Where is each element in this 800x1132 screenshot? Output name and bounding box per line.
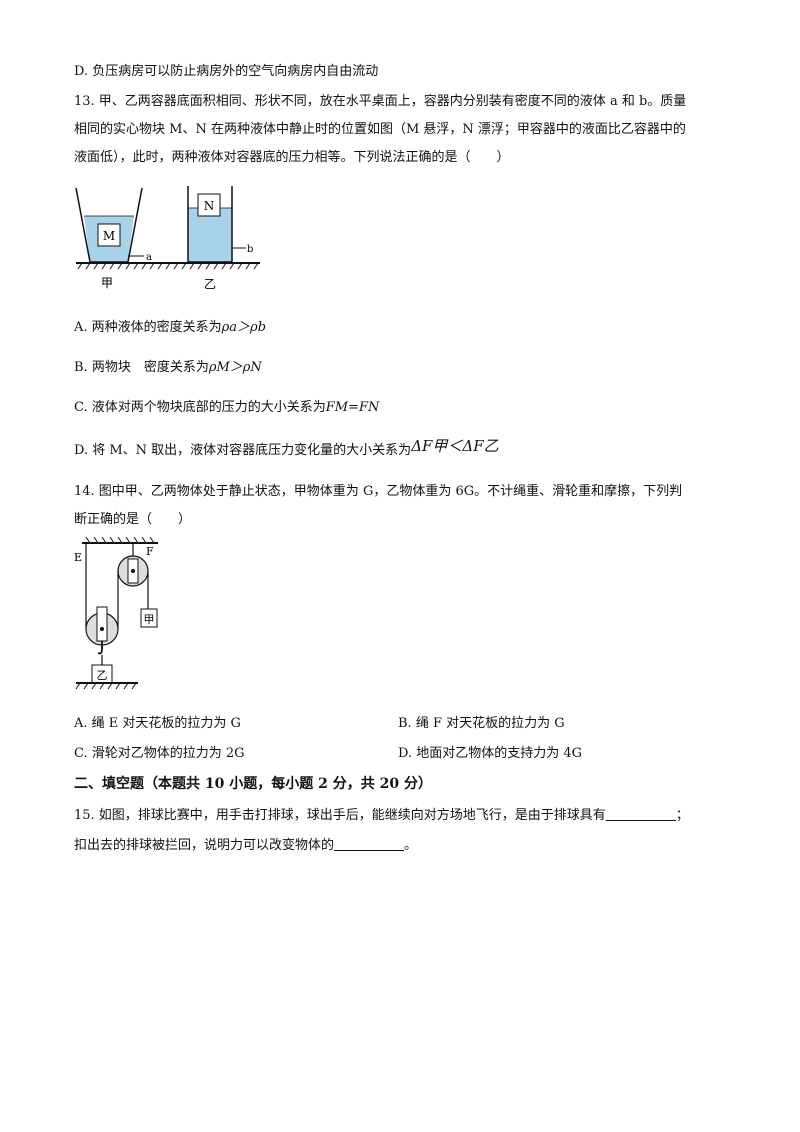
q13-figure: M a 甲 N b 乙 [75, 186, 260, 291]
q15-blank-1[interactable] [605, 806, 676, 821]
liquid-b-label: b [247, 244, 253, 255]
q13-stem-line2: 相同的实心物块 M、N 在两种液体中静止时的位置如图（M 悬浮，N 漂浮；甲容器… [74, 122, 686, 137]
q14-stem-line1: 14. 图中甲、乙两物体处于静止状态，甲物体重为 G，乙物体重为 6G。不计绳重… [74, 484, 683, 499]
block-n-label: N [204, 199, 215, 213]
q15-line2: 扣出去的排球被拦回，说明力可以改变物体的。 [74, 836, 418, 853]
object-jia [140, 608, 158, 628]
q15-line1: 15. 如图，排球比赛中，用手击打排球，球出手后，能继续向对方场地飞行，是由于排… [74, 806, 689, 823]
section-2-title: 二、填空题（本题共 10 小题，每小题 2 分，共 20 分） [74, 776, 432, 792]
q13-option-c: C. 液体对两个物块底部的压力的大小关系为FM=FN [74, 400, 380, 415]
rope-e-label: E [74, 551, 82, 564]
q15-blank-2[interactable] [334, 836, 405, 851]
rope-f-label: F [146, 545, 154, 558]
q13-stem-line1: 13. 甲、乙两容器底面积相同、形状不同，放在水平桌面上，容器内分别装有密度不同… [74, 94, 687, 109]
q14-option-b: B. 绳 F 对天花板的拉力为 G [398, 716, 565, 731]
q13-option-d: D. 将 M、N 取出，液体对容器底压力变化量的大小关系为ΔF甲＜ΔF乙 [74, 437, 499, 458]
q13-stem-line3: 液面低），此时，两种液体对容器底的压力相等。下列说法正确的是（ ） [74, 150, 510, 165]
liquid-a-label: a [146, 252, 152, 263]
q14-option-d: D. 地面对乙物体的支持力为 4G [398, 746, 583, 761]
object-jia-label: 甲 [144, 613, 155, 626]
q14-figure: E F 甲 乙 [74, 537, 158, 690]
q12-option-d: D. 负压病房可以防止病房外的空气向病房内自由流动 [74, 64, 379, 79]
q14-stem-line2: 断正确的是（ ） [74, 512, 192, 527]
block-m-label: M [103, 229, 115, 243]
q14-option-c: C. 滑轮对乙物体的拉力为 2G [74, 746, 245, 761]
container-yi-label: 乙 [204, 277, 216, 291]
block-n [197, 193, 221, 217]
q13-option-a: A. 两种液体的密度关系为ρa＞ρb [74, 320, 267, 335]
object-yi-label: 乙 [97, 669, 108, 682]
q13-option-b: B. 两物块 密度关系为ρM＞ρN [74, 360, 262, 375]
container-jia-label: 甲 [101, 276, 113, 290]
block-m [97, 223, 121, 247]
q14-option-a: A. 绳 E 对天花板的拉力为 G [74, 716, 241, 731]
